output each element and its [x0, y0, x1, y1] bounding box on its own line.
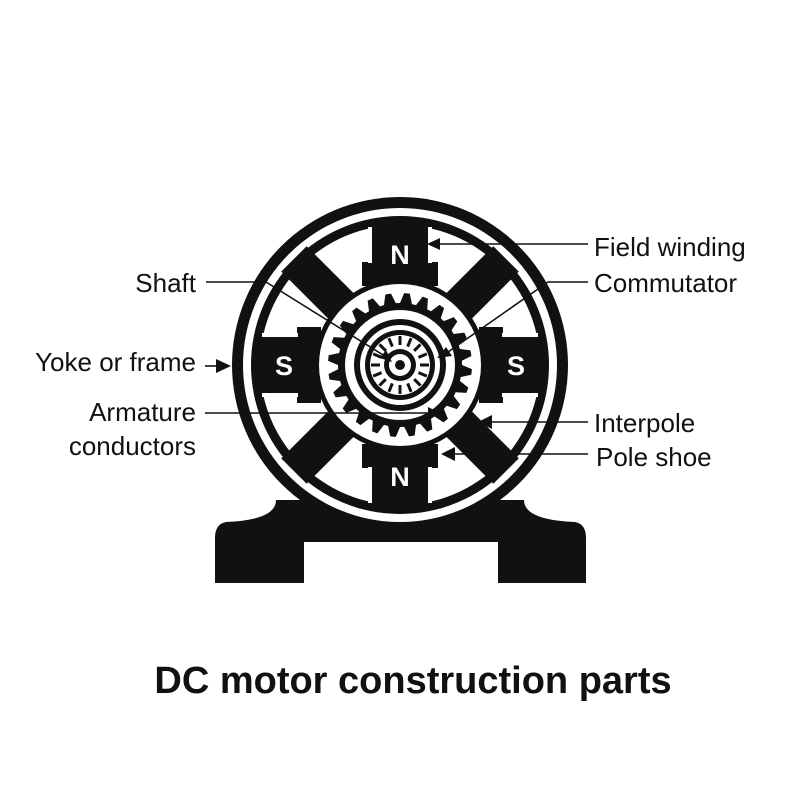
motor-base [215, 500, 586, 583]
label-armature-line1: Armature [89, 397, 196, 427]
arrow-armature [428, 407, 440, 419]
commutator-segment [413, 343, 422, 352]
pole-letter-bottom: N [390, 462, 410, 492]
commutator-segment [417, 371, 428, 378]
commutator-segment [387, 382, 394, 393]
arrow-pole-shoe [441, 447, 455, 461]
leader-lines [205, 238, 588, 461]
commutator-segment [378, 343, 387, 352]
label-armature-line2: conductors [69, 431, 196, 461]
commutator-segment [372, 352, 383, 359]
commutator-segment [387, 337, 394, 348]
arrow-yoke [216, 359, 231, 373]
pole-letter-top: N [390, 240, 410, 270]
pole-letter-left: S [275, 351, 293, 381]
commutator-segment [417, 352, 428, 359]
arrow-field-winding [427, 238, 440, 250]
pole-letter-right: S [507, 351, 525, 381]
main-pole-right [479, 327, 541, 403]
main-pole-bottom [362, 444, 438, 506]
label-yoke: Yoke or frame [35, 347, 196, 377]
arrow-interpole [478, 415, 492, 429]
arrow-shaft [380, 350, 392, 362]
label-commutator: Commutator [594, 268, 737, 298]
leader-commutator [447, 281, 588, 353]
diagram-title: DC motor construction parts [154, 660, 672, 702]
commutator-segment [372, 371, 383, 378]
commutator-segments [371, 336, 429, 394]
commutator-segment [406, 337, 413, 348]
label-shaft: Shaft [135, 268, 196, 298]
commutator-segment [413, 378, 422, 387]
commutator-segment [378, 378, 387, 387]
leader-shaft [206, 281, 389, 359]
label-pole-shoe: Pole shoe [596, 442, 712, 472]
label-interpole: Interpole [594, 408, 695, 438]
arrow-commutator [437, 347, 452, 358]
commutator-segment [406, 382, 413, 393]
label-field-winding: Field winding [594, 232, 746, 262]
shaft-center [395, 360, 405, 370]
